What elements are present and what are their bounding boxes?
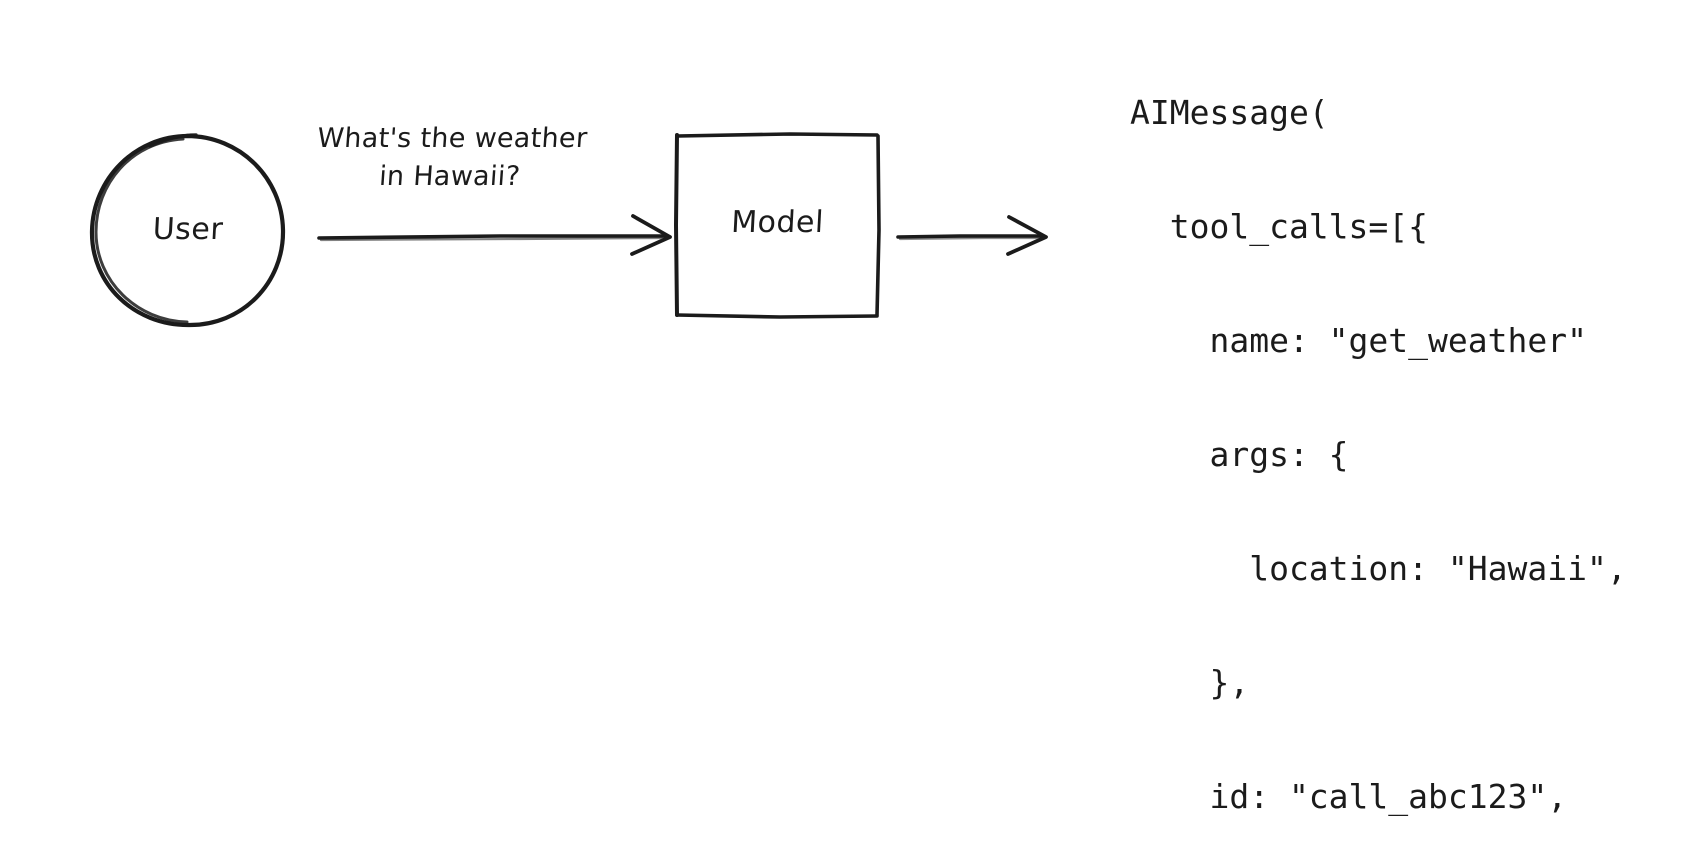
edge-label-user-question: What's the weather in Hawaii? xyxy=(287,120,614,196)
diagram-canvas: User Model What's the weather in Hawaii?… xyxy=(89,93,1627,816)
arrow-model-to-output xyxy=(896,215,1048,256)
diagram-strokes xyxy=(89,132,1048,328)
edge-label-line-1: What's the weather xyxy=(316,123,589,154)
user-circle-shape xyxy=(89,133,286,328)
code-line: location: "Hawaii", xyxy=(1130,549,1627,588)
code-line: id: "call_abc123", xyxy=(1130,777,1568,816)
node-label-user: User xyxy=(151,212,225,247)
code-line: }, xyxy=(1130,663,1250,702)
edge-label-line-2: in Hawaii? xyxy=(378,161,522,192)
model-box-shape xyxy=(673,132,881,319)
aimessage-code-block: AIMessage( tool_calls=[{ name: "get_weat… xyxy=(1130,18,1627,864)
code-line: args: { xyxy=(1130,435,1349,474)
node-label-model: Model xyxy=(730,205,825,240)
code-line: tool_calls=[{ xyxy=(1130,207,1429,246)
arrow-user-to-model xyxy=(317,214,672,256)
code-line: name: "get_weather" xyxy=(1130,321,1587,360)
code-line: AIMessage( xyxy=(1130,93,1329,132)
